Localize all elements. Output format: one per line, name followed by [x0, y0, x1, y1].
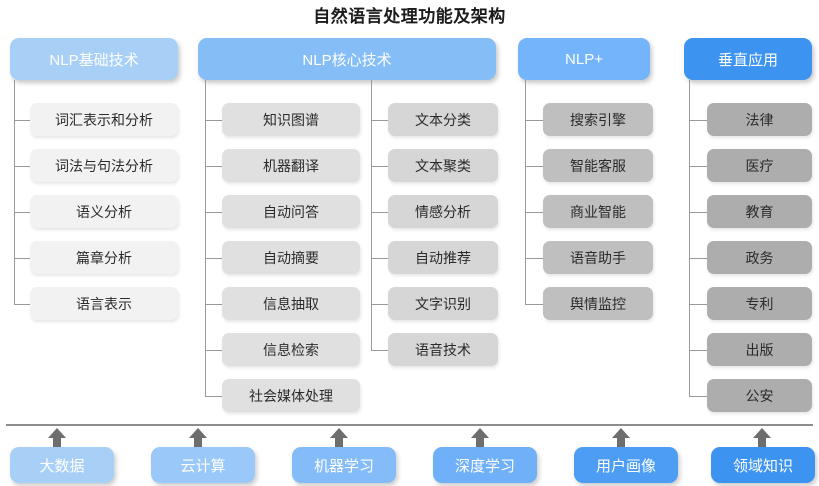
foundation-pill-ml[interactable]: 机器学习	[292, 447, 396, 483]
connector-col3-4	[525, 304, 543, 305]
connector-col2a-1	[205, 166, 222, 167]
leaf-box[interactable]: 自动问答	[222, 195, 360, 228]
leaf-box[interactable]: 医疗	[707, 149, 812, 182]
up-arrow-icon	[470, 427, 490, 451]
foundation-pill-bigdata[interactable]: 大数据	[10, 447, 114, 483]
leaf-box[interactable]: 法律	[707, 103, 812, 136]
connector-col2b-1	[371, 166, 388, 167]
connector-col2a-4	[205, 304, 222, 305]
connector-col4-6	[689, 396, 707, 397]
connector-col2b-4	[371, 304, 388, 305]
leaf-box[interactable]: 政务	[707, 241, 812, 274]
foundation-pill-user-profile[interactable]: 用户画像	[574, 447, 678, 483]
leaf-box[interactable]: 语言表示	[30, 287, 178, 320]
leaf-box[interactable]: 自动推荐	[388, 241, 498, 274]
leaf-box[interactable]: 语义分析	[30, 195, 178, 228]
connector-col2a-5	[205, 350, 222, 351]
connector-col1-1	[14, 166, 30, 167]
section-divider	[6, 424, 813, 426]
leaf-box[interactable]: 语音助手	[543, 241, 653, 274]
leaf-box[interactable]: 文本聚类	[388, 149, 498, 182]
header-nlp-plus[interactable]: NLP+	[518, 38, 650, 80]
connector-trunk-col2b	[371, 80, 372, 350]
connector-col1-2	[14, 212, 30, 213]
connector-col2b-2	[371, 212, 388, 213]
leaf-box[interactable]: 社会媒体处理	[222, 379, 360, 412]
leaf-box[interactable]: 信息抽取	[222, 287, 360, 320]
connector-trunk-col1	[14, 80, 15, 305]
connector-col3-1	[525, 166, 543, 167]
connector-trunk-col3	[525, 80, 526, 305]
up-arrow-icon	[47, 427, 67, 451]
leaf-box[interactable]: 词汇表示和分析	[30, 103, 178, 136]
header-nlp-basic[interactable]: NLP基础技术	[10, 38, 178, 80]
connector-col2b-0	[371, 120, 388, 121]
leaf-box[interactable]: 篇章分析	[30, 241, 178, 274]
leaf-box[interactable]: 词法与句法分析	[30, 149, 178, 182]
leaf-box[interactable]: 商业智能	[543, 195, 653, 228]
connector-col1-0	[14, 120, 30, 121]
up-arrow-icon	[329, 427, 349, 451]
connector-col4-4	[689, 304, 707, 305]
page-title: 自然语言处理功能及架构	[313, 7, 506, 26]
connector-col3-0	[525, 120, 543, 121]
connector-col2a-6	[205, 396, 222, 397]
connector-col1-3	[14, 258, 30, 259]
connector-col2b-5	[371, 350, 388, 351]
leaf-box[interactable]: 专利	[707, 287, 812, 320]
leaf-box[interactable]: 舆情监控	[543, 287, 653, 320]
leaf-box[interactable]: 情感分析	[388, 195, 498, 228]
leaf-box[interactable]: 公安	[707, 379, 812, 412]
leaf-box[interactable]: 知识图谱	[222, 103, 360, 136]
connector-col3-3	[525, 258, 543, 259]
connector-col4-3	[689, 258, 707, 259]
leaf-box[interactable]: 文字识别	[388, 287, 498, 320]
connector-col4-0	[689, 120, 707, 121]
up-arrow-icon	[188, 427, 208, 451]
leaf-box[interactable]: 信息检索	[222, 333, 360, 366]
leaf-box[interactable]: 机器翻译	[222, 149, 360, 182]
up-arrow-icon	[611, 427, 631, 451]
connector-col4-2	[689, 212, 707, 213]
leaf-box[interactable]: 教育	[707, 195, 812, 228]
leaf-box[interactable]: 智能客服	[543, 149, 653, 182]
leaf-box[interactable]: 自动摘要	[222, 241, 360, 274]
connector-col2a-3	[205, 258, 222, 259]
connector-trunk-col2a	[205, 80, 206, 396]
foundation-pill-cloud[interactable]: 云计算	[151, 447, 255, 483]
connector-col2b-3	[371, 258, 388, 259]
connector-col4-5	[689, 350, 707, 351]
connector-trunk-col4	[689, 80, 690, 396]
header-vertical-app[interactable]: 垂直应用	[684, 38, 812, 80]
foundation-pill-domain-knowledge[interactable]: 领域知识	[711, 447, 815, 483]
leaf-box[interactable]: 出版	[707, 333, 812, 366]
leaf-box[interactable]: 语音技术	[388, 333, 498, 366]
connector-col2a-0	[205, 120, 222, 121]
leaf-box[interactable]: 文本分类	[388, 103, 498, 136]
connector-col4-1	[689, 166, 707, 167]
up-arrow-icon	[752, 427, 772, 451]
foundation-pill-dl[interactable]: 深度学习	[433, 447, 537, 483]
connector-col2a-2	[205, 212, 222, 213]
connector-col3-2	[525, 212, 543, 213]
connector-col1-4	[14, 304, 30, 305]
header-nlp-core[interactable]: NLP核心技术	[198, 38, 496, 80]
leaf-box[interactable]: 搜索引擎	[543, 103, 653, 136]
